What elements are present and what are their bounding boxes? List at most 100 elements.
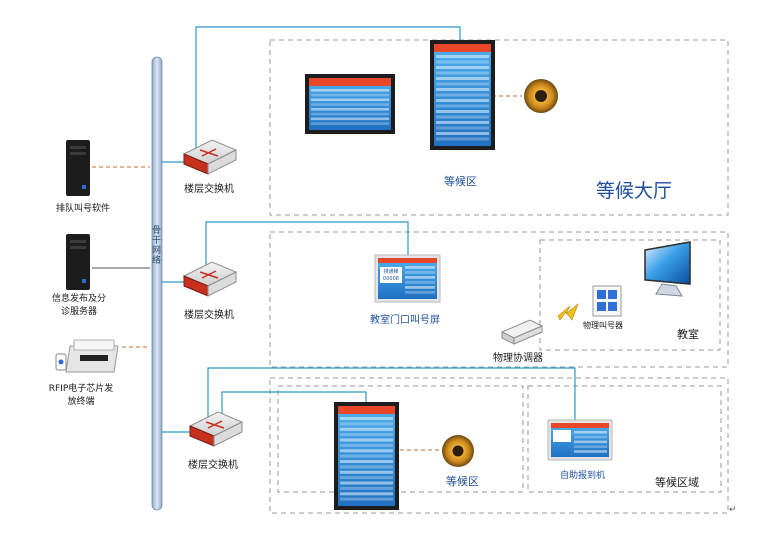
screen-row bbox=[405, 281, 435, 284]
screen-row bbox=[311, 108, 389, 111]
screen-row bbox=[340, 449, 393, 453]
screen-row bbox=[436, 60, 489, 64]
screen-row bbox=[405, 276, 435, 279]
hall-portrait-screen bbox=[430, 40, 495, 150]
switches bbox=[182, 139, 244, 447]
wireless-signal-icon bbox=[557, 303, 579, 321]
screen-row bbox=[436, 115, 489, 119]
server-label-info: 信息发布及分诊服务器 bbox=[51, 294, 106, 317]
screen-row bbox=[436, 55, 489, 58]
screen-row bbox=[340, 497, 393, 501]
hall-landscape-screen bbox=[305, 74, 395, 134]
server-label-rfid: RFIP电子芯片发放终端 bbox=[48, 384, 114, 407]
screen-row bbox=[574, 445, 607, 448]
screen-row bbox=[574, 440, 607, 444]
room-zone bbox=[539, 239, 721, 351]
switch-label-2: 楼层交换机 bbox=[184, 310, 234, 321]
screen-row bbox=[340, 470, 393, 474]
link-hall bbox=[195, 26, 461, 150]
link-waiting-2 bbox=[221, 391, 367, 420]
screen-row bbox=[405, 286, 435, 289]
switch-label-3: 楼层交换机 bbox=[188, 460, 238, 471]
screen-row bbox=[574, 431, 607, 434]
door-screen-label: 教室门口叫号屏 bbox=[370, 315, 440, 326]
screen-row bbox=[574, 450, 607, 453]
screen-rows bbox=[340, 417, 393, 501]
waiting-sub-label: 等候区 bbox=[446, 475, 479, 488]
classroom-zone bbox=[269, 231, 729, 368]
screen-row bbox=[311, 103, 389, 106]
screen-row bbox=[405, 271, 435, 274]
screen-row bbox=[311, 112, 389, 116]
screen-row bbox=[340, 481, 393, 485]
screen-row bbox=[436, 137, 489, 141]
screen-row bbox=[340, 454, 393, 458]
screen-row bbox=[436, 121, 489, 124]
screen-rows bbox=[405, 266, 435, 294]
screen-row bbox=[340, 460, 393, 463]
call-device-label: 物理叫号器 bbox=[583, 321, 623, 330]
waiting-area-zone bbox=[269, 377, 729, 514]
screen-row bbox=[340, 417, 393, 420]
waiting-portrait-screen bbox=[334, 402, 399, 510]
room-title: 教室 bbox=[677, 328, 699, 341]
door-screen-line-2: 00008 bbox=[383, 276, 399, 282]
screen-row bbox=[436, 104, 489, 108]
waiting-subzone-right bbox=[527, 385, 722, 493]
server-label-queue: 排队叫号软件 bbox=[56, 204, 111, 214]
screen-row bbox=[340, 443, 393, 447]
coordinator-device-icon bbox=[500, 319, 544, 345]
hall-title: 等候大厅 bbox=[596, 180, 673, 202]
waiting-area-title: 等候区域 bbox=[655, 476, 699, 489]
hall-zone bbox=[269, 39, 729, 216]
door-call-screen: 排通梯 00008 bbox=[374, 254, 441, 303]
kiosk-icon bbox=[547, 419, 613, 461]
screen-rows bbox=[574, 431, 607, 453]
switch-icon bbox=[188, 411, 244, 447]
screen-row bbox=[574, 435, 607, 439]
screen-row bbox=[340, 476, 393, 480]
dashed-links bbox=[92, 95, 522, 451]
screen-row bbox=[436, 132, 489, 135]
screen-row bbox=[340, 433, 393, 437]
screen-row bbox=[340, 465, 393, 469]
screen-row bbox=[340, 438, 393, 442]
screen-row bbox=[436, 110, 489, 113]
screen-row bbox=[436, 99, 489, 102]
link-classroom bbox=[205, 221, 409, 275]
speaker-icon bbox=[523, 76, 558, 116]
screen-row bbox=[436, 88, 489, 91]
screen-row bbox=[340, 486, 393, 490]
server-tower-icon bbox=[66, 234, 90, 290]
screen-row bbox=[311, 98, 389, 102]
card-terminal-icon bbox=[55, 339, 119, 373]
screen-row bbox=[436, 93, 489, 97]
switch-icon bbox=[182, 261, 238, 297]
screen-row bbox=[436, 66, 489, 69]
screen-row bbox=[436, 71, 489, 75]
screen-row bbox=[311, 122, 389, 125]
switch-icon bbox=[182, 139, 238, 175]
coordinator-label: 物理协调器 bbox=[493, 353, 543, 364]
screen-row bbox=[405, 291, 435, 294]
screen-rows bbox=[436, 55, 489, 141]
call-device-icon bbox=[592, 285, 622, 317]
return-mark: ↵ bbox=[729, 505, 737, 515]
speaker-icon bbox=[440, 432, 474, 470]
pc-monitor-icon bbox=[644, 241, 691, 297]
screen-row bbox=[340, 492, 393, 496]
screen-row bbox=[436, 82, 489, 86]
screen-row bbox=[311, 117, 389, 121]
screen-row bbox=[340, 427, 393, 431]
screen-row bbox=[436, 77, 489, 80]
backbone-pole bbox=[151, 56, 163, 511]
kiosk-label: 自助报到机 bbox=[560, 471, 606, 481]
waiting-subzone-left bbox=[277, 385, 524, 493]
network-links bbox=[158, 26, 576, 433]
screen-row bbox=[340, 422, 393, 426]
door-screen-line-1: 排通梯 bbox=[383, 268, 398, 275]
backbone-label: 骨干网络 bbox=[150, 225, 160, 265]
server-tower-icon bbox=[66, 140, 90, 196]
